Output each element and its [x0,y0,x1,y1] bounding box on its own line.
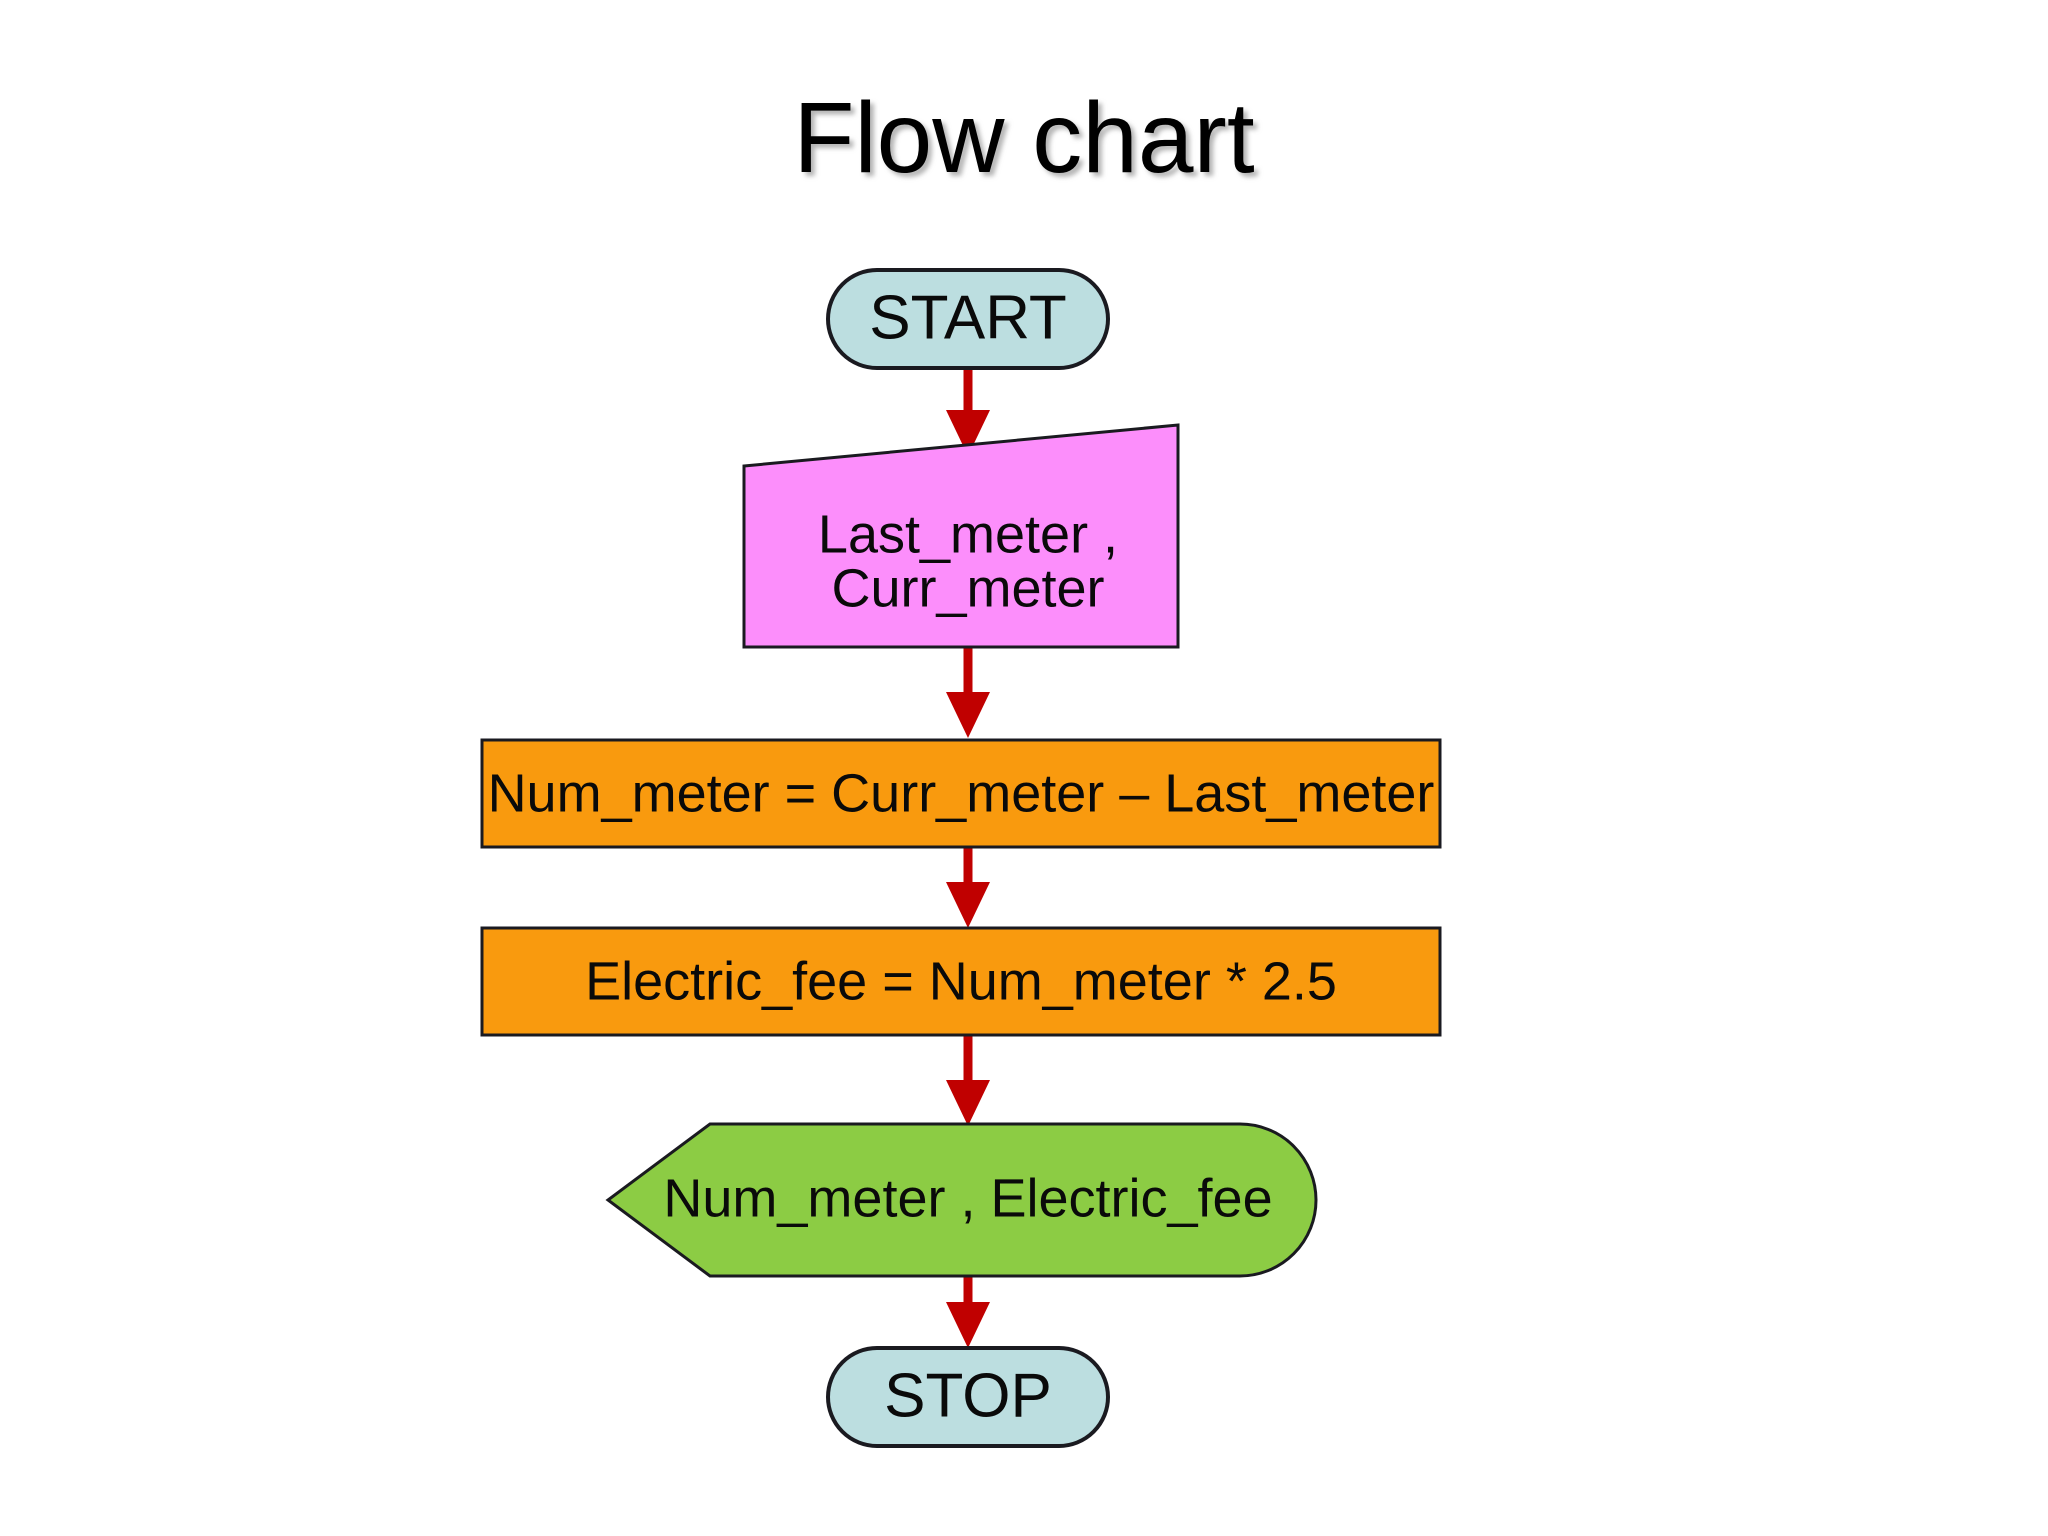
connector-input-to-process1 [946,647,990,738]
node-stop[interactable]: STOP [826,1346,1110,1448]
connector-start-to-input [946,368,990,456]
node-input[interactable]: Last_meter , Curr_meter [742,423,1180,649]
stop-label: STOP [884,1361,1052,1430]
stop-shape [826,1346,1110,1448]
node-process2[interactable]: Electric_fee = Num_meter * 2.5 [480,926,1442,1037]
input-label-line2: Curr_meter [831,558,1104,618]
output-shape [605,1122,1318,1278]
input-shape [742,423,1180,649]
connector-process2-to-output [946,1035,990,1126]
start-shape [826,268,1110,370]
output-label: Num_meter , Electric_fee [663,1168,1272,1228]
connector-process1-to-process2 [946,847,990,928]
process1-shape [480,738,1442,849]
connector-output-to-stop [946,1275,990,1348]
input-label-line1: Last_meter , [818,504,1118,564]
process1-label: Num_meter = Curr_meter – Last_meter [488,763,1435,823]
page-title: Flow chart [793,82,1255,194]
node-process1[interactable]: Num_meter = Curr_meter – Last_meter [480,738,1442,849]
process2-label: Electric_fee = Num_meter * 2.5 [585,951,1337,1011]
process2-shape [480,926,1442,1037]
node-output[interactable]: Num_meter , Electric_fee [605,1122,1318,1278]
node-start[interactable]: START [826,268,1110,370]
start-label: START [869,283,1067,352]
